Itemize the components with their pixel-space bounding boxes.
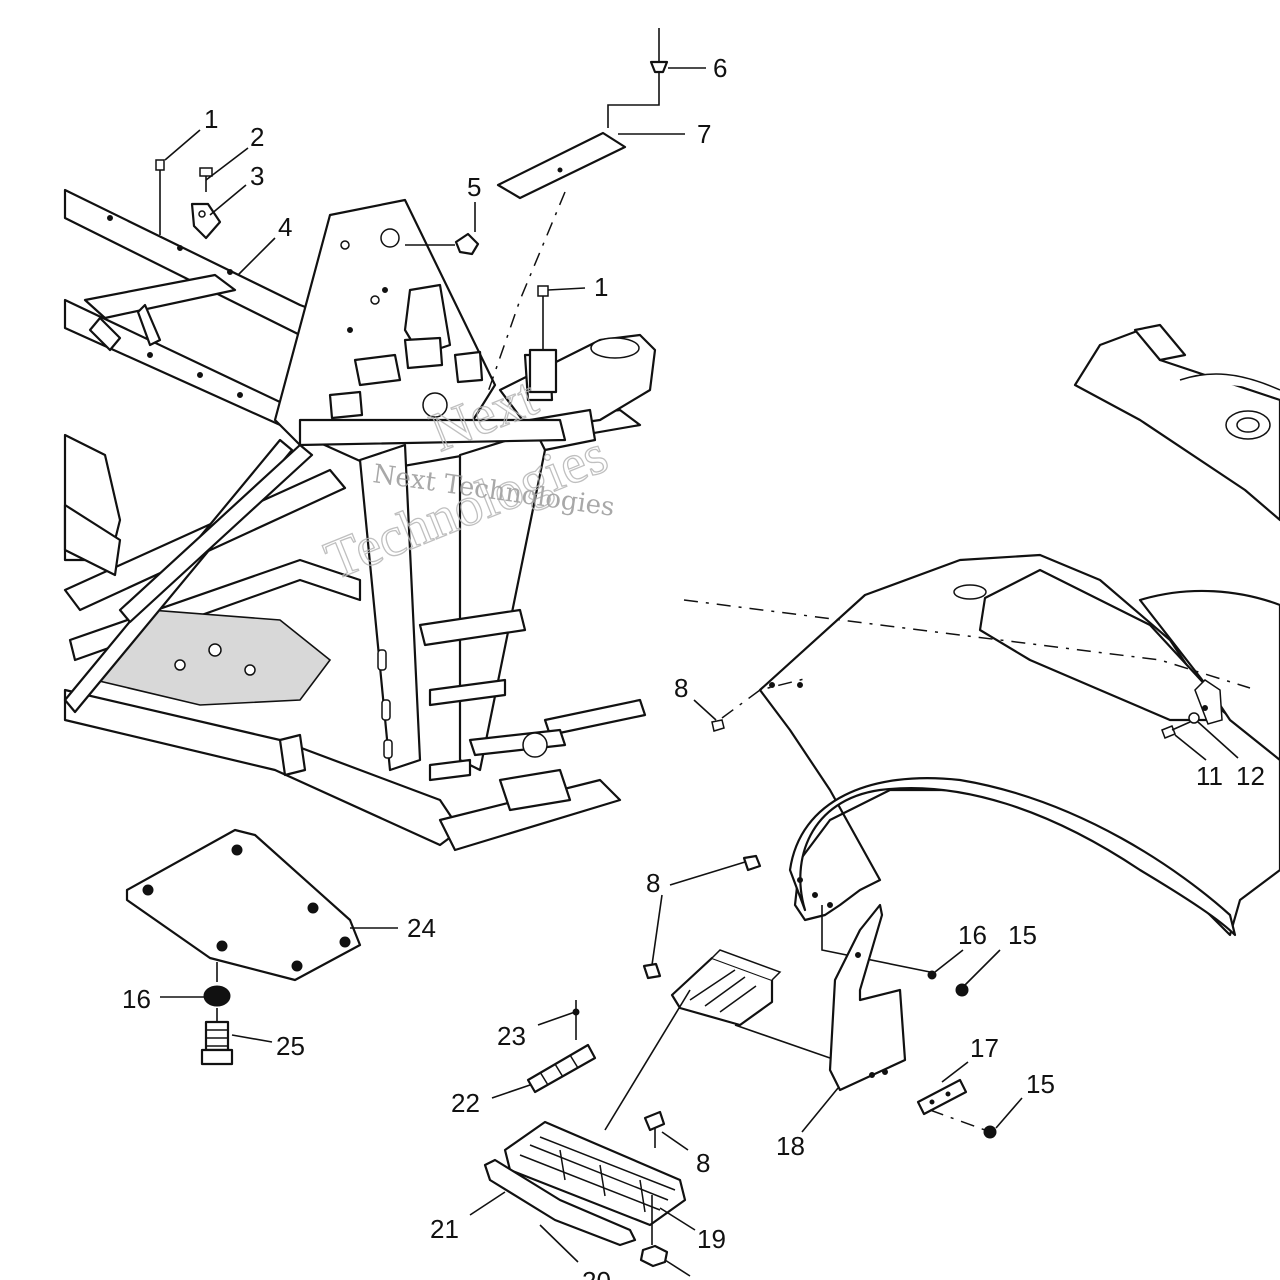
dashed-assembly-line-7	[487, 191, 566, 393]
screw-8-left	[642, 962, 662, 980]
nut-15-upper	[955, 983, 969, 997]
screw-11	[1161, 721, 1191, 739]
line-fender-to-flap	[821, 905, 931, 973]
nut-15-lower	[983, 1125, 997, 1139]
bolt-25	[200, 1008, 234, 1066]
dashed-line-17	[929, 1109, 986, 1131]
screw-8-upper	[742, 854, 762, 872]
skid-plate-24	[125, 828, 362, 982]
fastener-6	[607, 28, 669, 128]
callout-17: 17	[970, 1033, 999, 1063]
clip-3	[190, 202, 222, 240]
plate-17	[916, 1078, 968, 1116]
callout-8-footpeg: 8	[696, 1148, 710, 1178]
fastener-1-top-right	[528, 285, 558, 394]
grommet-16-left	[203, 985, 231, 1007]
leader-lines	[160, 67, 1239, 1277]
screw-8-fender	[711, 719, 725, 732]
dashed-line-fender-top	[683, 599, 1251, 689]
footrest-bracket	[670, 949, 782, 1027]
callout-5: 5	[467, 172, 481, 202]
callout-8-upper: 8	[646, 868, 660, 898]
callout-3: 3	[250, 161, 264, 191]
guard-21	[483, 1158, 637, 1247]
rear-rack-top	[1073, 323, 1280, 522]
washer-12	[1188, 712, 1200, 724]
callout-16-right: 16	[958, 920, 987, 950]
line-22-to-bracket	[604, 989, 691, 1131]
callout-18: 18	[776, 1131, 805, 1161]
mud-flap-18	[828, 903, 907, 1092]
callout-4: 4	[278, 212, 292, 242]
callout-labels: 1 2 3 4 5 6 7 1 8 11 12 8 16 15 24 16 25…	[122, 53, 1265, 1280]
front-fender-body	[758, 553, 1280, 937]
washer-16-right	[927, 970, 937, 980]
callout-6: 6	[713, 53, 727, 83]
line-bracket-to-flap	[734, 1024, 831, 1059]
pin-23	[572, 1000, 580, 1040]
callout-21: 21	[430, 1214, 459, 1244]
callout-15-upper: 15	[1008, 920, 1037, 950]
push-rivet-5	[454, 232, 480, 256]
callout-22: 22	[451, 1088, 480, 1118]
callout-7: 7	[697, 119, 711, 149]
callout-25: 25	[276, 1031, 305, 1061]
footpeg-19	[503, 1120, 687, 1227]
callout-1: 1	[204, 104, 218, 134]
callout-8-fender: 8	[674, 673, 688, 703]
callout-12: 12	[1236, 761, 1265, 791]
frame-assembly	[63, 188, 657, 852]
callout-15-lower: 15	[1026, 1069, 1055, 1099]
callout-2: 2	[250, 122, 264, 152]
callout-19: 19	[697, 1224, 726, 1254]
callout-16-left: 16	[122, 984, 151, 1014]
callout-23: 23	[497, 1021, 526, 1051]
bolt-8-footpeg	[643, 1110, 666, 1245]
callout-1-right: 1	[594, 272, 608, 302]
bracket-22	[526, 1043, 597, 1094]
callout-20: 20	[582, 1266, 611, 1280]
callout-24: 24	[407, 913, 436, 943]
fastener-1-top-left	[155, 159, 165, 235]
nut-bottom	[639, 1244, 669, 1268]
plate-7	[496, 131, 627, 200]
callout-11: 11	[1196, 761, 1223, 791]
